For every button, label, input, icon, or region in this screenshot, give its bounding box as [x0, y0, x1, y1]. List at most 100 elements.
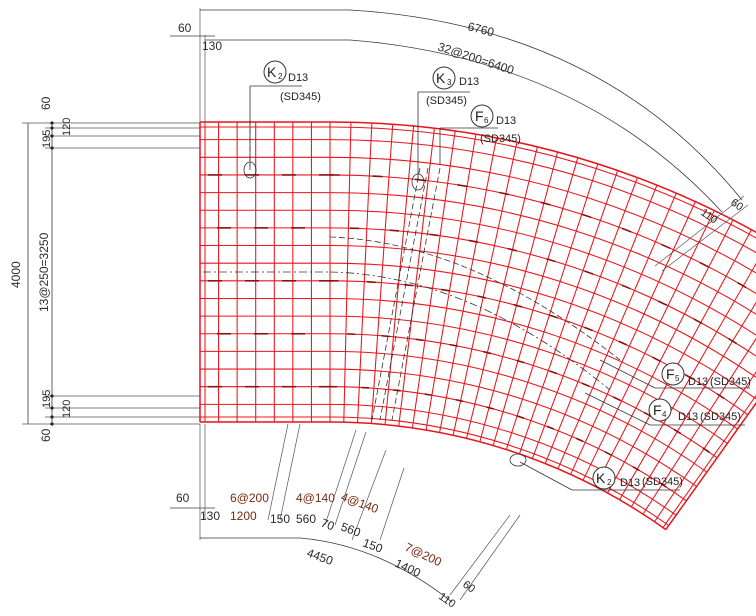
bar-mark-grade: (SD345) — [700, 411, 741, 423]
left-dimensions: 60 120 195 4000 13@250=3250 195 120 60 — [9, 96, 200, 442]
bar-mark-size: D13 — [496, 115, 516, 127]
bar-mark-k2-bottom: K 2 D13 (SD345) — [509, 453, 683, 491]
bar-mark-size: D13 — [288, 72, 308, 84]
dim-seg4-length: 560 — [339, 520, 363, 540]
bar-mark-k2-top: K 2 D13 (SD345) — [243, 60, 321, 179]
bent-bar-mark — [415, 178, 426, 182]
dim-left-60-bottom: 60 — [39, 428, 53, 442]
bent-bar-mark — [693, 318, 703, 325]
dim-seg3-spacing: 4@140 — [296, 491, 335, 505]
dim-left-195-bottom: 195 — [41, 390, 53, 408]
transverse-bar — [425, 134, 477, 431]
dim-top-130: 130 — [202, 39, 222, 53]
transverse-bar — [357, 122, 373, 423]
bent-bar-mark — [477, 295, 487, 299]
dim-seg3-length: 560 — [296, 512, 316, 526]
longitudinal-bar — [200, 421, 667, 531]
bar-mark-sub: 2 — [278, 72, 283, 81]
bar-mark-circle — [263, 60, 287, 84]
transverse-bar — [479, 151, 559, 442]
bar-mark-sub: 2 — [607, 478, 612, 487]
dim-seg1-length: 1200 — [230, 509, 257, 523]
transverse-bar — [544, 184, 658, 464]
transverse-bar — [398, 128, 435, 427]
transverse-bar — [531, 177, 638, 459]
bent-bar-mark — [546, 258, 556, 263]
transverse-bar — [662, 394, 756, 528]
bar-mark-size: D13 — [459, 76, 479, 88]
bent-bar-mark — [702, 447, 711, 454]
bar-mark-size: D13 — [678, 411, 698, 423]
bent-bar-mark — [684, 374, 694, 380]
longitudinal-bar — [200, 416, 670, 526]
transverse-bar — [452, 142, 518, 436]
transverse-bar — [630, 301, 756, 508]
longitudinal-bar — [200, 126, 756, 239]
bent-bar-mark — [549, 314, 558, 319]
transverse-bar — [665, 401, 756, 531]
bar-mark-sub: 6 — [484, 116, 489, 125]
bent-bar-mark — [483, 350, 492, 355]
longitudinal-bar — [200, 297, 738, 430]
bar-mark-sub: 3 — [447, 78, 452, 87]
bent-bar-mark — [673, 428, 682, 435]
bent-bar-mark — [618, 340, 628, 346]
bottom-dimensions: 60 130 6@200 1200 150 4@140 560 4@140 70… — [170, 423, 521, 611]
bar-mark-grade: (SD345) — [480, 133, 521, 145]
longitudinal-bar — [200, 262, 756, 400]
bent-bar-mark — [576, 437, 584, 443]
dim-seg4-70: 70 — [319, 516, 337, 534]
bent-bar-mark — [440, 288, 450, 292]
bar-mark-size: D13 — [620, 477, 640, 489]
dim-left-195-top: 195 — [41, 130, 53, 148]
transverse-bar — [594, 219, 734, 487]
bent-bar-mark — [652, 356, 661, 362]
bent-bar-mark — [549, 370, 558, 375]
dim-bottom-right-60: 60 — [460, 579, 477, 596]
bent-bar-mark — [584, 270, 594, 275]
bent-bar-mark — [581, 382, 590, 387]
bent-bar-mark — [455, 398, 464, 403]
longitudinal-bar — [200, 209, 756, 336]
dim-right-60: 60 — [728, 197, 745, 214]
longitudinal-bar — [200, 192, 756, 315]
bent-bar-mark — [661, 243, 671, 250]
bent-bar-mark — [449, 343, 458, 347]
transverse-bar — [343, 122, 352, 423]
bent-bar-mark — [513, 303, 523, 308]
longitudinal-bar — [200, 139, 756, 254]
bent-bar-mark — [507, 247, 518, 252]
longitudinal-bar — [200, 315, 728, 444]
bent-bar-mark — [657, 300, 667, 306]
bent-bar-mark — [728, 338, 737, 345]
bent-bar-mark — [584, 326, 593, 332]
bar-mark-grade: (SD345) — [710, 376, 751, 388]
bar-mark-grade: (SD345) — [642, 476, 683, 488]
bar-mark-circle — [648, 398, 672, 422]
transverse-bar — [570, 201, 696, 475]
dim-bottom-130: 130 — [200, 509, 220, 523]
bar-mark-circle — [592, 466, 616, 490]
bar-mark-sub: 5 — [675, 374, 680, 383]
bent-bar-mark — [612, 396, 621, 402]
bar-mark-circle — [432, 66, 456, 90]
transverse-bar — [518, 170, 619, 455]
dim-seg4-spacing: 4@140 — [339, 490, 381, 517]
transverse-bar — [619, 262, 756, 500]
dim-left-total: 4000 — [9, 261, 23, 288]
reference-lines — [203, 120, 621, 421]
bent-bar-mark — [621, 284, 631, 290]
transverse-bar — [439, 137, 497, 433]
bent-bar-mark — [659, 482, 667, 488]
bent-bar-mark — [516, 415, 525, 419]
longitudinal-bar — [200, 350, 708, 473]
dim-bottom-total: 4450 — [305, 546, 335, 568]
transverse-bar — [505, 163, 599, 450]
dim-left-spacing: 13@250=3250 — [37, 232, 51, 312]
bent-bar-mark — [486, 406, 494, 410]
dim-outer-total: 6760 — [466, 19, 496, 39]
dim-bottom-60: 60 — [176, 491, 190, 505]
bent-bar-mark — [632, 466, 640, 472]
bar-mark-circle — [470, 104, 494, 128]
